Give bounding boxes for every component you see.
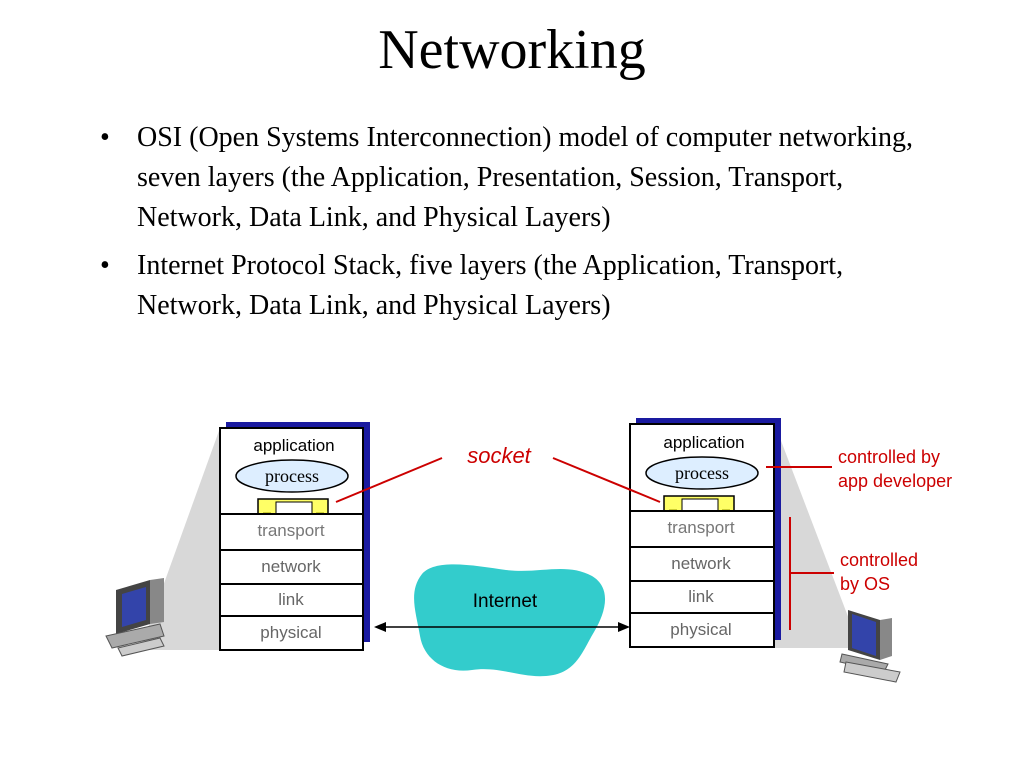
right-link-label: link xyxy=(688,587,714,606)
socket-pointer-right xyxy=(552,457,661,503)
right-network-label: network xyxy=(671,554,731,573)
right-process-label: process xyxy=(675,463,729,483)
controlled-by-app-line1: controlled by xyxy=(838,447,940,467)
bullet-list: • OSI (Open Systems Interconnection) mod… xyxy=(100,118,920,334)
right-layer-transport xyxy=(629,510,775,548)
right-transport-label: transport xyxy=(667,518,734,537)
controlled-by-os-line1: controlled xyxy=(840,550,918,570)
left-transport-label: transport xyxy=(257,521,324,540)
bullet-osi-text: OSI (Open Systems Interconnection) model… xyxy=(137,122,914,233)
bullet-internet-stack: • Internet Protocol Stack, five layers (… xyxy=(100,246,920,326)
left-network-label: network xyxy=(261,557,321,576)
right-layer-network xyxy=(629,546,775,582)
left-layer-physical xyxy=(219,615,364,651)
left-layer-link xyxy=(219,583,364,617)
left-layer-network xyxy=(219,549,364,585)
internet-label: Internet xyxy=(473,591,538,612)
bullet-dot-icon: • xyxy=(100,122,110,153)
controlled-by-app-line2: app developer xyxy=(838,471,952,491)
left-link-label: link xyxy=(278,590,304,609)
left-process-label: process xyxy=(265,466,319,486)
left-process-ellipse xyxy=(235,459,349,493)
controlled-by-os-line2: by OS xyxy=(840,574,890,594)
physical-connection-arrow xyxy=(374,622,630,632)
right-process-ellipse xyxy=(645,456,759,490)
socket-label: socket xyxy=(467,443,531,468)
right-layer-physical xyxy=(629,612,775,648)
left-layer-transport xyxy=(219,513,364,551)
right-layer-link xyxy=(629,580,775,614)
right-application-label: application xyxy=(663,433,744,452)
bullet-internet-stack-text: Internet Protocol Stack, five layers (th… xyxy=(137,250,844,321)
right-host-shade xyxy=(775,425,860,648)
slide-title: Networking xyxy=(378,19,646,81)
computer-icon-right xyxy=(839,610,901,683)
bullet-dot-icon: • xyxy=(100,250,110,281)
computer-icon-left xyxy=(105,578,165,657)
bullet-osi: • OSI (Open Systems Interconnection) mod… xyxy=(100,118,920,238)
left-application-label: application xyxy=(253,436,334,455)
internet-cloud xyxy=(414,564,606,677)
left-physical-label: physical xyxy=(260,623,321,642)
socket-pointer-left xyxy=(335,457,443,503)
right-physical-label: physical xyxy=(670,620,731,639)
